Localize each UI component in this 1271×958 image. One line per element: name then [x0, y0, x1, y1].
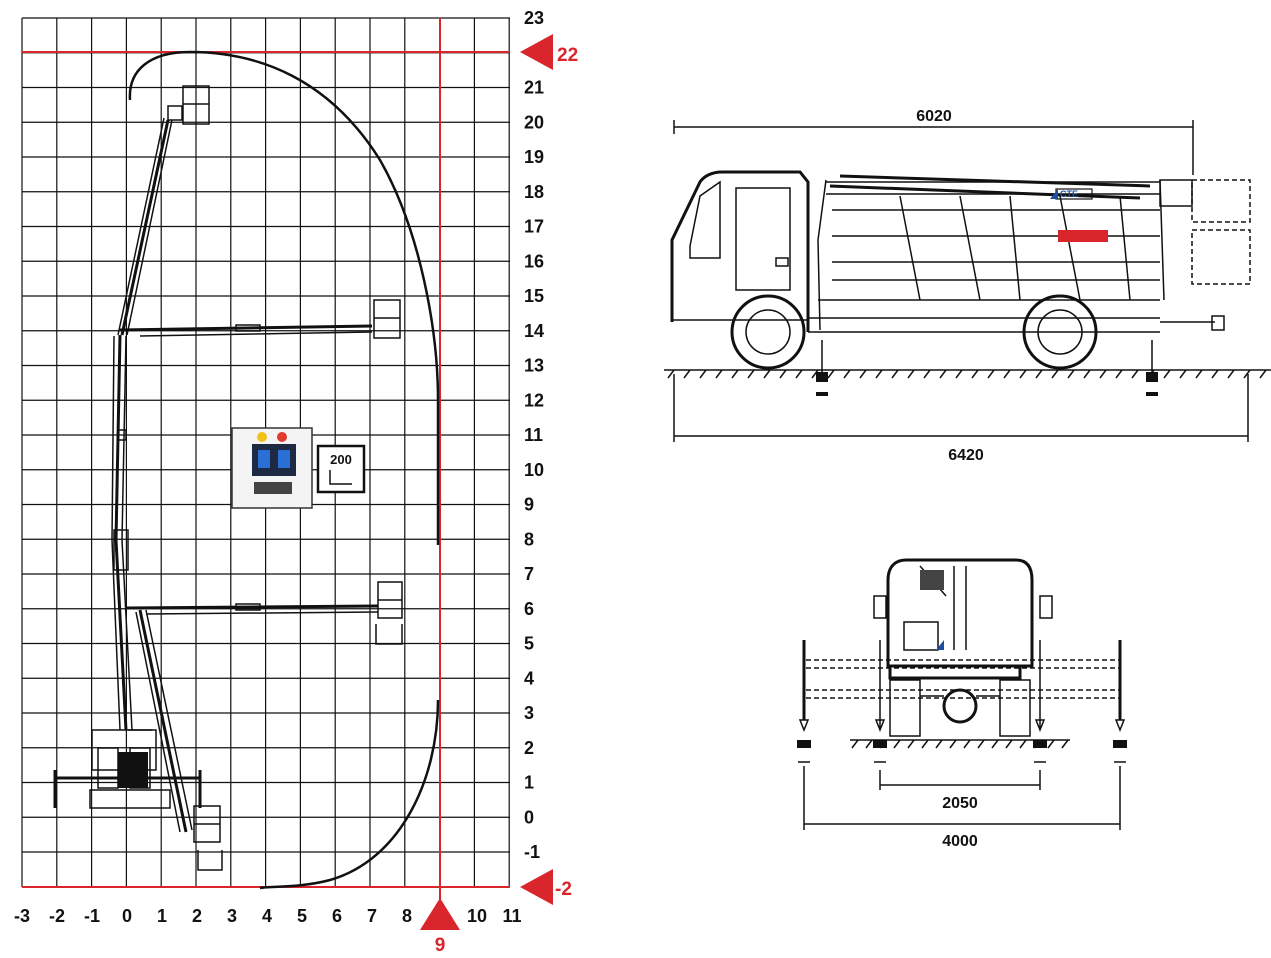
y-tick-label: 9: [524, 495, 534, 515]
length-bottom-label: 6420: [948, 447, 984, 464]
truck-cab: [670, 170, 810, 332]
capacity-value: 200: [330, 452, 352, 467]
main-column: [111, 334, 133, 731]
x-tick-label: 2: [192, 906, 202, 926]
logo-text: CTE: [1060, 189, 1078, 199]
x-tick-label: 3: [227, 906, 237, 926]
x-tick-label: 7: [367, 906, 377, 926]
y-tick-label: 0: [524, 807, 534, 827]
max-outreach-marker-icon: [420, 898, 460, 930]
y-tick-label: 16: [524, 251, 544, 271]
operators-badge: 200: [231, 427, 366, 509]
y-tick-label: 23: [524, 8, 544, 28]
boom-horizontal-14: [119, 299, 401, 339]
y-tick-label: -1: [524, 842, 540, 862]
front-wheel: [730, 294, 806, 370]
y-tick-label: 11: [524, 425, 543, 445]
logo-mark-icon: [1058, 230, 1108, 242]
y-tick-label: 15: [524, 286, 544, 306]
x-tick-label: 10: [467, 906, 487, 926]
logo-triangle-icon: [1050, 189, 1058, 199]
y-tick-label: 13: [524, 356, 544, 376]
y-tick-label: 10: [524, 460, 544, 480]
x-tick-label: 8: [402, 906, 412, 926]
truck-chassis-in-diagram: [53, 729, 202, 809]
x-tick-label: 5: [297, 906, 307, 926]
min-depth-marker-icon: [520, 869, 553, 905]
rear-cab-outline: [886, 558, 1034, 668]
y-tick-label: 6: [524, 599, 534, 619]
y-tick-label: 20: [524, 112, 544, 132]
length-top-label: 6020: [916, 108, 952, 125]
y-tick-label: 2: [524, 738, 534, 758]
outrigger-span-label: 4000: [942, 833, 978, 850]
max-outreach-marker-label: 9: [435, 935, 446, 953]
y-tick-label: 19: [524, 147, 544, 167]
boom-max-height: [117, 85, 210, 336]
x-tick-label: 11: [502, 906, 521, 926]
reach-diagram: 23222120191817161514131211109876543210-1…: [14, 8, 578, 956]
y-tick-label: 14: [524, 321, 544, 341]
y-tick-label: 12: [524, 390, 544, 410]
y-tick-label: 8: [524, 529, 534, 549]
rear-wheel: [1022, 294, 1098, 370]
working-envelope: [128, 50, 440, 890]
y-tick-label: 18: [524, 182, 544, 202]
truck-rear-view: 2050 4000: [797, 558, 1127, 850]
logo-triangle-icon: [936, 640, 944, 650]
hard-hat-icon: [257, 432, 267, 442]
track-width-label: 2050: [942, 795, 978, 812]
x-tick-label: -3: [14, 906, 30, 926]
hard-hat-icon: [277, 432, 287, 442]
max-height-marker-icon: [520, 34, 553, 70]
boom-below-ground: [135, 609, 223, 871]
min-depth-marker-label: -2: [555, 879, 572, 900]
max-height-marker-label: 22: [557, 45, 578, 66]
y-tick-label: 4: [524, 668, 534, 688]
x-tick-label: 4: [262, 906, 272, 926]
x-tick-label: -1: [84, 906, 100, 926]
x-tick-label: -2: [49, 906, 65, 926]
y-tick-label: 7: [524, 564, 534, 584]
y-tick-label: 3: [524, 703, 534, 723]
truck-side-view: 6020 CTE: [664, 108, 1271, 464]
boom-horizontal-6: [125, 581, 403, 645]
y-tick-label: 1: [524, 773, 534, 793]
y-tick-label: 17: [524, 217, 544, 237]
x-tick-label: 0: [122, 906, 132, 926]
y-tick-label: 21: [524, 78, 544, 98]
y-tick-label: 5: [524, 634, 534, 654]
x-tick-label: 1: [157, 906, 167, 926]
x-tick-label: 6: [332, 906, 342, 926]
